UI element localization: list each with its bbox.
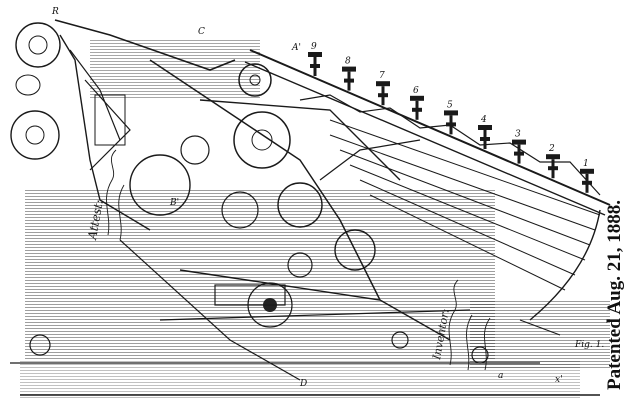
part-labels: R A' C B' D a x' [51,7,563,389]
key-collar [446,122,456,127]
key-collar [412,107,422,112]
label-bottom-right-a: a [498,371,503,381]
key-collar [378,93,388,98]
key-7: 3 [512,130,526,164]
key-number-label: 3 [515,130,521,140]
key-collar [480,137,490,141]
key-cap [444,110,458,116]
key-collar [344,78,354,83]
key-collar [582,180,592,185]
label-bottom-right-x: x' [555,375,563,385]
key-3: 7 [376,71,390,106]
type-wheel-assembly [10,19,236,231]
key-cap [580,168,594,174]
key-1: 9 [308,42,322,76]
key-8: 2 [546,144,560,179]
key-6: 4 [478,115,492,149]
key-number-label: 4 [480,115,487,125]
key-cap [308,52,322,57]
label-bottom-d: D [299,379,307,389]
key-collar [514,151,524,156]
key-cap [546,154,560,160]
key-4: 6 [410,86,424,120]
label-top-right-arm: A' [291,43,301,53]
key-collar [548,166,558,171]
keys-layer: 9 8 7 6 5 4 3 2 1 [308,42,594,193]
key-cap [512,139,526,145]
key-9: 1 [580,159,594,193]
key-number-label: 8 [345,57,351,67]
base-frame [10,40,610,400]
key-cap [342,66,356,72]
key-5: 5 [444,100,458,135]
key-number-label: 1 [583,159,589,169]
key-number-label: 9 [311,42,317,52]
key-number-label: 6 [413,86,419,96]
label-middle: B' [169,198,179,208]
key-cap [478,125,492,130]
key-number-label: 2 [548,144,555,154]
type-levers [329,119,601,336]
key-cap [410,95,424,101]
key-cap [376,81,390,87]
key-2: 8 [342,57,356,91]
key-collar [310,64,320,68]
central-gears [29,59,489,381]
key-number-label: 5 [447,100,453,110]
label-top-left: R [51,7,59,17]
key-number-label: 7 [379,71,385,81]
patent-date: Patented Aug. 21, 1888. [604,200,625,390]
label-upper-c: C [198,27,205,37]
figure-label: Fig. 1. [574,340,604,350]
